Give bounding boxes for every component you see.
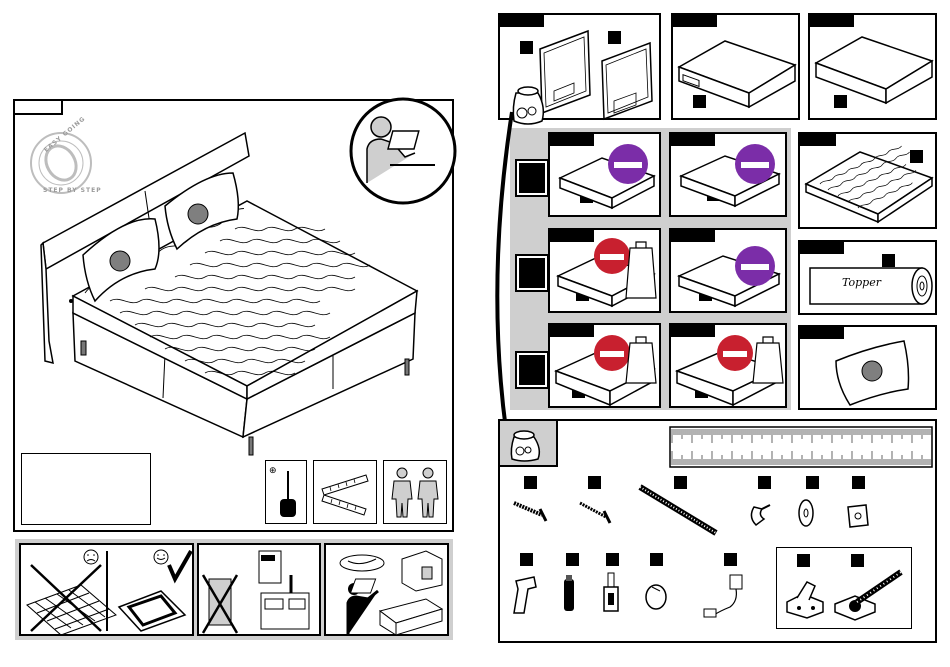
hardware-panel <box>498 419 937 643</box>
hinge-parts-box <box>776 547 912 629</box>
part-number-marker <box>852 476 865 489</box>
part-number-marker <box>588 476 601 489</box>
ring-icon <box>642 581 672 615</box>
part-number-marker <box>851 554 864 567</box>
clip-icon <box>746 501 776 531</box>
screw-icon <box>512 497 552 527</box>
part-number-marker <box>524 476 537 489</box>
part-number-marker <box>758 476 771 489</box>
plate-bracket-icon <box>600 571 624 619</box>
connector-bracket-icon <box>831 568 907 622</box>
part-number-marker <box>806 476 819 489</box>
part-number-marker <box>650 553 663 566</box>
leg-bracket-icon <box>508 573 542 619</box>
part-number-marker <box>724 553 737 566</box>
part-number-marker <box>797 554 810 567</box>
screw-icon <box>578 497 618 527</box>
foot-icon <box>560 573 580 619</box>
threaded-rod-icon <box>636 483 726 539</box>
square-plate-icon <box>844 503 874 533</box>
power-adapter-icon <box>700 571 750 621</box>
part-number-marker <box>520 553 533 566</box>
part-number-marker <box>606 553 619 566</box>
part-number-marker <box>566 553 579 566</box>
washer-icon <box>794 497 824 531</box>
hinge-bracket-icon <box>783 572 833 622</box>
